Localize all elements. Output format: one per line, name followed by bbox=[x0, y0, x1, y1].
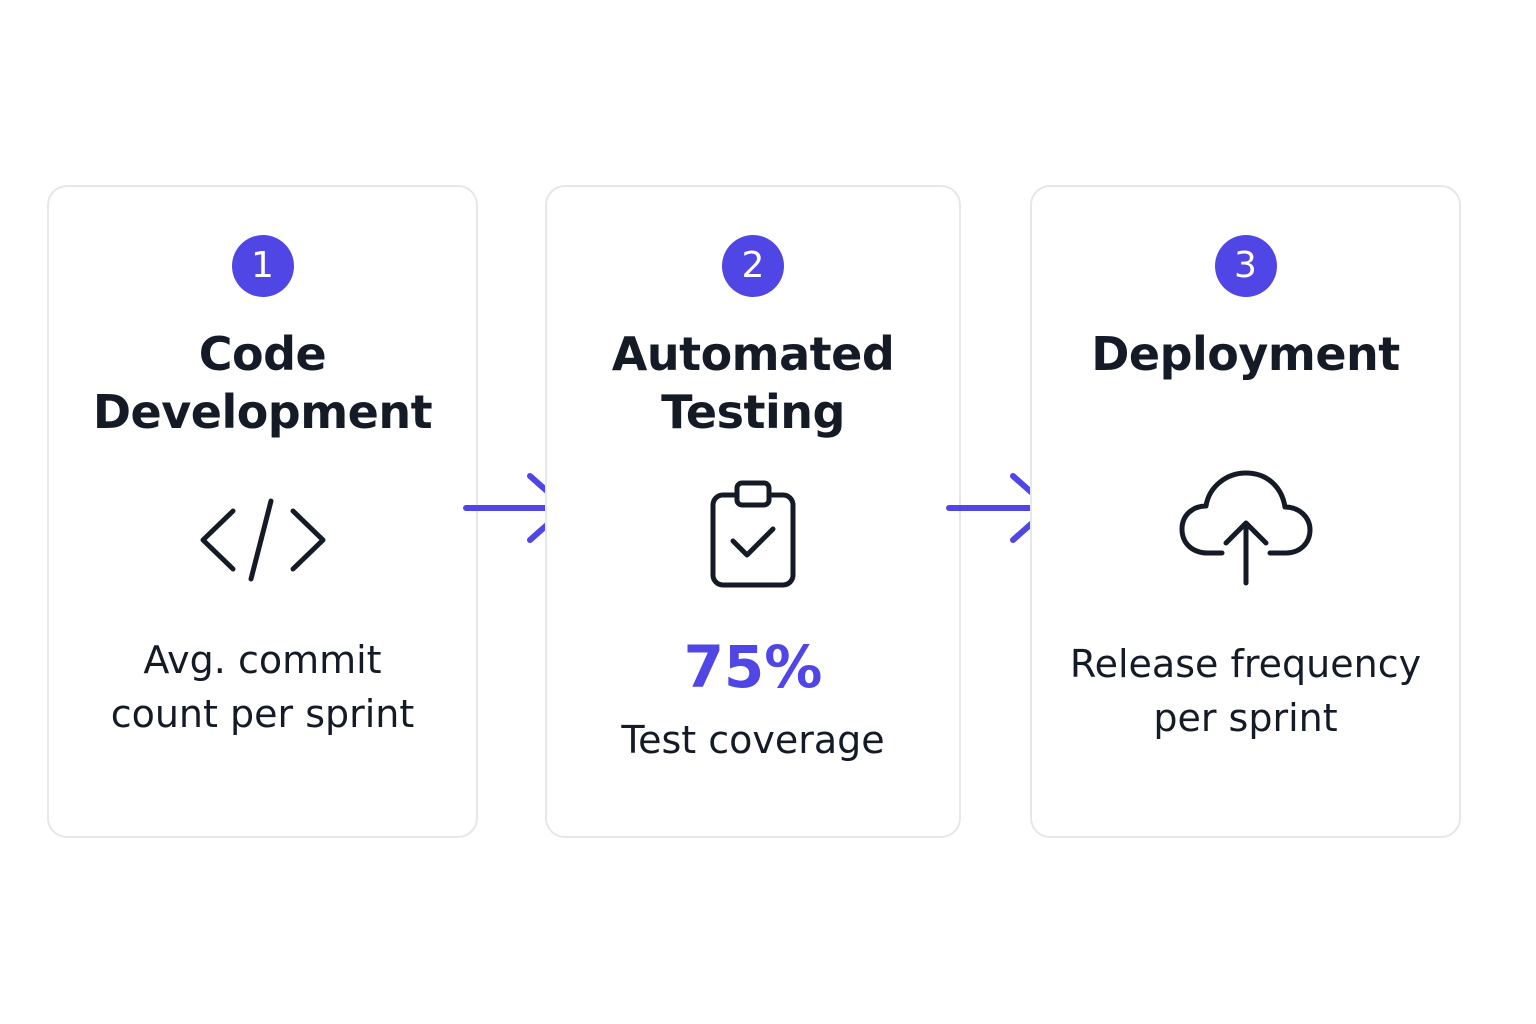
step-number-badge: 2 bbox=[722, 235, 784, 297]
step-title: Deployment bbox=[1091, 327, 1400, 381]
step-description: Release frequency per sprint bbox=[1069, 642, 1422, 740]
step-card-automated-testing: 2 Automated Testing 75% Test coverage bbox=[545, 185, 961, 838]
step-description: Test coverage bbox=[621, 718, 885, 762]
step-title: Automated Testing bbox=[611, 327, 895, 439]
step-title: Code Development bbox=[92, 327, 433, 439]
code-icon bbox=[200, 498, 325, 582]
step-card-code-development: 1 Code Development Avg. commit count per… bbox=[47, 185, 478, 838]
test-coverage-value: 75% bbox=[683, 633, 823, 701]
step-number-badge: 1 bbox=[231, 235, 294, 297]
cloud-upload-icon bbox=[1179, 470, 1312, 586]
step-card-deployment: 3 Deployment Release frequency per sprin… bbox=[1030, 185, 1461, 838]
step-number-badge: 3 bbox=[1214, 235, 1277, 297]
step-description: Avg. commit count per sprint bbox=[110, 638, 415, 736]
clipboard-check-icon bbox=[710, 480, 796, 588]
